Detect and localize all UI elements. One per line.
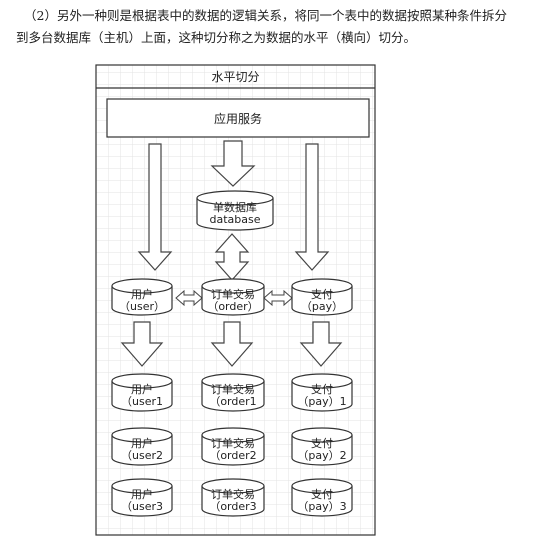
app-service-box <box>106 98 370 138</box>
order-table-name: 订单交易 <box>211 287 255 301</box>
pay-shard-2: 支付 （pay）2 <box>291 427 353 466</box>
user-shard-1: 用户 （user1 <box>111 373 173 412</box>
user-shard-2: 用户 （user2 <box>111 427 173 466</box>
arrow-app-to-database <box>210 140 256 187</box>
order-shard-3: 订单交易 （order3 <box>201 478 265 517</box>
pay-shard-1: 支付 （pay）1 <box>291 373 353 412</box>
pay-shard-2-name: 支付 <box>311 437 333 450</box>
user-shard-3-sub: （user3 <box>121 500 163 513</box>
arrow-user-to-shards <box>120 321 164 367</box>
pay-shard-3: 支付 （pay）3 <box>291 478 353 517</box>
order-shard-3-name: 订单交易 <box>211 487 255 501</box>
user-shard-2-name: 用户 <box>131 436 153 450</box>
user-shard-3-name: 用户 <box>131 487 153 501</box>
user-table-cylinder: 用户 （user） <box>111 278 173 316</box>
user-shard-3: 用户 （user3 <box>111 478 173 517</box>
order-table-sub: （order） <box>207 300 258 313</box>
pay-shard-3-sub: （pay）3 <box>297 500 346 513</box>
user-shard-1-sub: （user1 <box>121 395 163 408</box>
order-table-cylinder: 订单交易 （order） <box>201 278 265 316</box>
single-db-sub: database <box>210 213 261 226</box>
arrow-pay-to-shards <box>299 321 343 367</box>
user-shard-1-name: 用户 <box>131 382 153 396</box>
order-shard-1: 订单交易 （order1 <box>201 373 265 412</box>
user-shard-2-sub: （user2 <box>121 449 163 462</box>
intro-line-2: 到多台数据库（主机）上面，这种切分称之为数据的水平（横向）切分。 <box>16 30 417 45</box>
user-table-sub: （user） <box>119 300 165 313</box>
diagram-title: 水平切分 <box>211 70 259 84</box>
order-shard-3-sub: （order3 <box>209 500 256 513</box>
order-shard-2: 订单交易 （order2 <box>201 427 265 466</box>
order-shard-2-sub: （order2 <box>209 449 256 462</box>
pay-shard-1-sub: （pay）1 <box>297 395 346 408</box>
single-database-cylinder: 单数据库 database <box>196 190 274 231</box>
pay-table-name: 支付 <box>311 288 333 301</box>
user-table-name: 用户 <box>131 287 153 301</box>
pay-shard-1-name: 支付 <box>311 383 333 396</box>
pay-shard-2-sub: （pay）2 <box>297 449 346 462</box>
single-db-name: 单数据库 <box>213 200 257 214</box>
order-shard-2-name: 订单交易 <box>211 436 255 450</box>
order-shard-1-name: 订单交易 <box>211 382 255 396</box>
app-service-label: 应用服务 <box>214 111 262 126</box>
intro-line-1: （2）另外一种则是根据表中的数据的逻辑关系，将同一个表中的数据按照某种条件拆分 <box>24 8 507 23</box>
arrow-app-to-user <box>137 143 173 271</box>
arrow-order-to-shards <box>210 321 254 367</box>
order-shard-1-sub: （order1 <box>209 395 256 408</box>
arrow-app-to-pay <box>294 143 330 271</box>
pay-table-sub: （pay） <box>301 300 343 313</box>
pay-table-cylinder: 支付 （pay） <box>291 278 353 316</box>
pay-shard-3-name: 支付 <box>311 488 333 501</box>
intro-text: （2）另外一种则是根据表中的数据的逻辑关系，将同一个表中的数据按照某种条件拆分 … <box>16 5 551 49</box>
